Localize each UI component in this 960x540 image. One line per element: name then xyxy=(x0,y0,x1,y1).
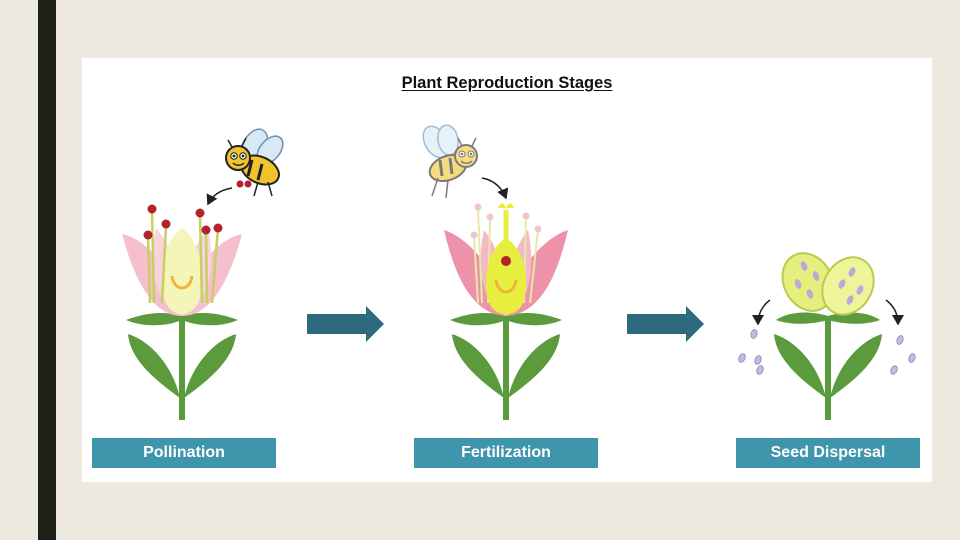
stage-label-pollination: Pollination xyxy=(92,438,276,468)
stage-label-seed-dispersal: Seed Dispersal xyxy=(736,438,920,468)
bee-icon xyxy=(225,128,284,197)
fertilization-flower-icon xyxy=(444,203,568,420)
bee-icon xyxy=(422,124,478,199)
diagram-art xyxy=(122,124,916,420)
seeds-icon xyxy=(738,329,916,375)
stage-label-fertilization: Fertilization xyxy=(414,438,598,468)
left-accent-bar xyxy=(38,0,56,540)
pollination-flower-icon xyxy=(122,204,242,420)
arrow-right-icon xyxy=(307,306,384,342)
diagram-card: Plant Reproduction Stages xyxy=(82,58,932,482)
seed-pod-icon xyxy=(774,252,882,420)
diagram-title: Plant Reproduction Stages xyxy=(401,74,613,92)
arrow-right-icon xyxy=(627,306,704,342)
